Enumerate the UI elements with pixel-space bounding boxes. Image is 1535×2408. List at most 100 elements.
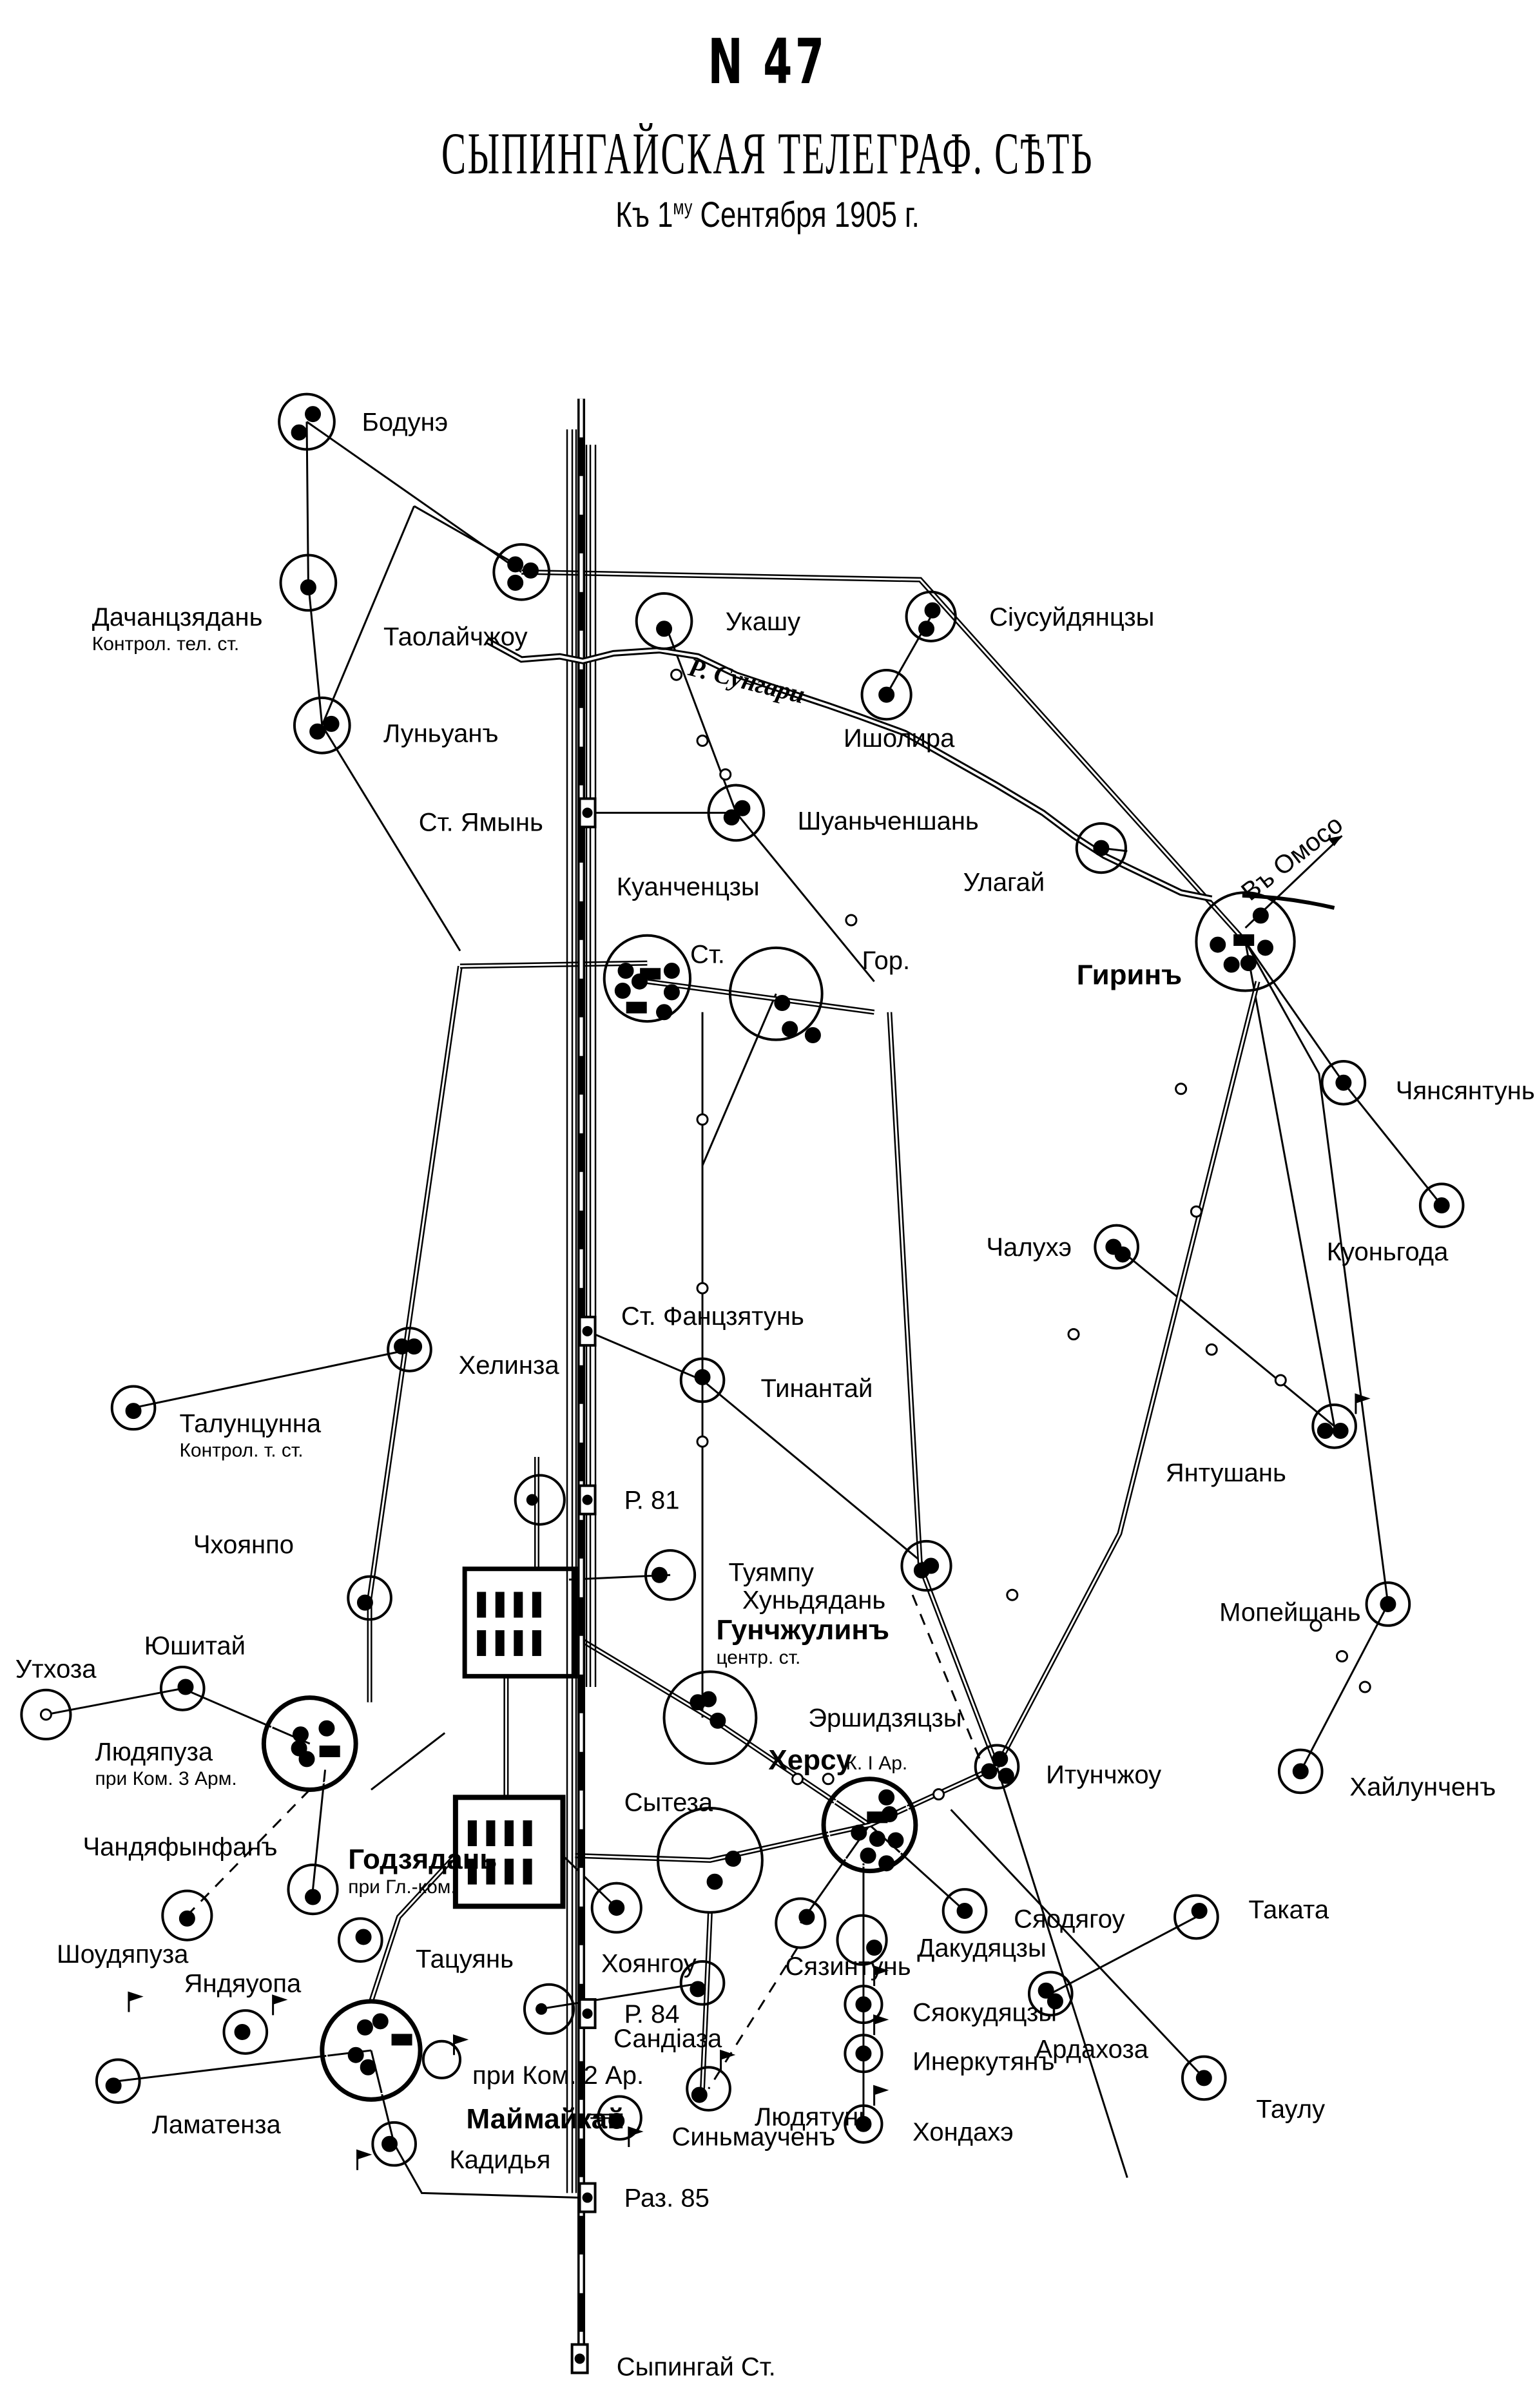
station-circle-icon — [1195, 891, 1296, 992]
double-line-inner — [459, 962, 648, 967]
map-number: N 47 — [708, 26, 827, 98]
station-label: Сяодягоу — [1014, 1905, 1125, 1933]
double-line — [367, 965, 463, 1702]
double-line — [887, 1012, 999, 1768]
flag-icon — [720, 2049, 736, 2070]
station-circle-icon — [320, 1999, 423, 2102]
apparatus-dot-icon — [507, 556, 524, 573]
apparatus-dot-icon — [177, 1679, 194, 1695]
station-sublabel: при Ком. 3 Арм. — [95, 1768, 237, 1789]
station-dot-icon — [582, 807, 593, 818]
apparatus-dot-icon — [663, 984, 680, 1001]
double-line-inner — [888, 1012, 998, 1767]
station-dot-icon — [582, 1494, 593, 1505]
station-dot-icon — [582, 2192, 593, 2203]
flag-icon — [128, 1991, 144, 2012]
apparatus-dot-icon — [305, 1889, 322, 1905]
apparatus-dot-icon — [878, 1855, 895, 1872]
station-circle-icon — [222, 2009, 269, 2055]
apparatus-dot-icon — [782, 1021, 798, 1037]
apparatus-dot-icon — [855, 2115, 872, 2132]
apparatus-dot-icon — [706, 1873, 723, 1890]
station-label: Маймайкай — [467, 2103, 625, 2135]
apparatus-dot-icon — [923, 1557, 940, 1574]
apparatus-dot-icon — [105, 2077, 122, 2094]
station-label: Гор. — [862, 947, 911, 975]
apparatus-dot-icon — [1114, 1246, 1131, 1263]
station-label: Дакудяцзы — [917, 1934, 1047, 1963]
apparatus-dot-icon — [855, 2045, 872, 2062]
apparatus-dot-icon — [1292, 1763, 1309, 1780]
apparatus-icon — [523, 1858, 532, 1885]
apparatus-dot-icon — [360, 2059, 376, 2076]
station-label: Чандяфынфанъ — [83, 1833, 278, 1862]
station-label: Тацуянь — [416, 1945, 514, 1973]
station-label: Чянсянтунь — [1396, 1077, 1535, 1105]
relay-post-icon — [1067, 1328, 1080, 1341]
apparatus-dot-icon — [347, 2047, 364, 2063]
station-sublabel: Контрол. тел. ст. — [92, 633, 239, 655]
apparatus-dot-icon — [305, 406, 322, 423]
apparatus-dot-icon — [298, 1751, 315, 1767]
apparatus-dot-icon — [774, 995, 791, 1012]
double-line-inner — [701, 1912, 711, 2089]
telegraph-line — [1244, 941, 1389, 1772]
telegraph-line — [1115, 1246, 1335, 1427]
relay-post-icon — [845, 914, 858, 927]
telegraph-line — [586, 1330, 927, 1567]
station-label: Хоянгоу — [601, 1949, 697, 1978]
station-label: Сыпингай Ст. — [617, 2353, 776, 2381]
station-label: Итунчжоу — [1046, 1761, 1161, 1789]
station-label: Улагай — [963, 869, 1045, 897]
apparatus-dot-icon — [1093, 840, 1110, 856]
double-line-inner — [996, 981, 1259, 1767]
apparatus-dot-icon — [608, 2113, 625, 2130]
station-label: при Ком. 2 Ар. — [472, 2061, 644, 2090]
apparatus-dot-icon — [179, 1910, 195, 1927]
relay-post-icon — [696, 1435, 709, 1448]
station-dot-icon — [526, 1494, 538, 1506]
apparatus-dot-icon — [1332, 1423, 1349, 1440]
apparatus-dot-icon — [1252, 907, 1269, 924]
station-label: Ст. Ямынь — [419, 809, 543, 837]
station-circle-icon — [905, 590, 957, 642]
apparatus-icon — [505, 1820, 514, 1847]
apparatus-bar-icon — [319, 1745, 340, 1757]
station-label: Юшитай — [144, 1632, 246, 1661]
station-label: Людятунь — [755, 2103, 872, 2131]
station-label: Янтушань — [1166, 1459, 1286, 1487]
double-line-inner — [521, 571, 1246, 943]
apparatus-dot-icon — [234, 2024, 251, 2040]
station-circle-icon — [347, 1575, 392, 1621]
station-circle-icon — [523, 1983, 575, 2035]
station-sublabel: центр. ст. — [716, 1647, 800, 1668]
station-label: Таулу — [1256, 2095, 1325, 2124]
telegraph-line — [321, 505, 415, 726]
apparatus-dot-icon — [956, 1902, 973, 1919]
station-circle-inner — [827, 1782, 912, 1867]
station-label: Сяокудяцзы — [912, 1999, 1057, 2027]
station-label: Ст. Фанцзятунь — [621, 1302, 804, 1331]
station-label: Хуньдядань — [742, 1586, 885, 1614]
apparatus-bar-icon — [626, 1001, 647, 1014]
apparatus-icon — [477, 1630, 487, 1656]
station-circle-icon — [707, 784, 766, 842]
flag-icon — [873, 2085, 889, 2106]
relay-post-icon — [696, 1282, 709, 1295]
apparatus-dot-icon — [318, 1720, 335, 1737]
flag-icon — [356, 2149, 372, 2170]
station-circle-icon — [514, 1474, 566, 1526]
station-circle-icon — [590, 1882, 642, 1934]
relay-post-icon — [1006, 1588, 1019, 1601]
station-label: Раз. 85 — [624, 2184, 710, 2213]
telegraph-line — [371, 1732, 446, 1791]
apparatus-dot-icon — [507, 574, 524, 591]
relay-post-icon — [1175, 1083, 1188, 1095]
station-circle-icon — [492, 543, 551, 601]
apparatus-dot-icon — [1257, 939, 1273, 956]
station-circle-icon — [1075, 822, 1127, 874]
apparatus-dot-icon — [869, 1831, 885, 1847]
station-circle-icon — [941, 1888, 988, 1934]
apparatus-icon — [467, 1820, 477, 1847]
